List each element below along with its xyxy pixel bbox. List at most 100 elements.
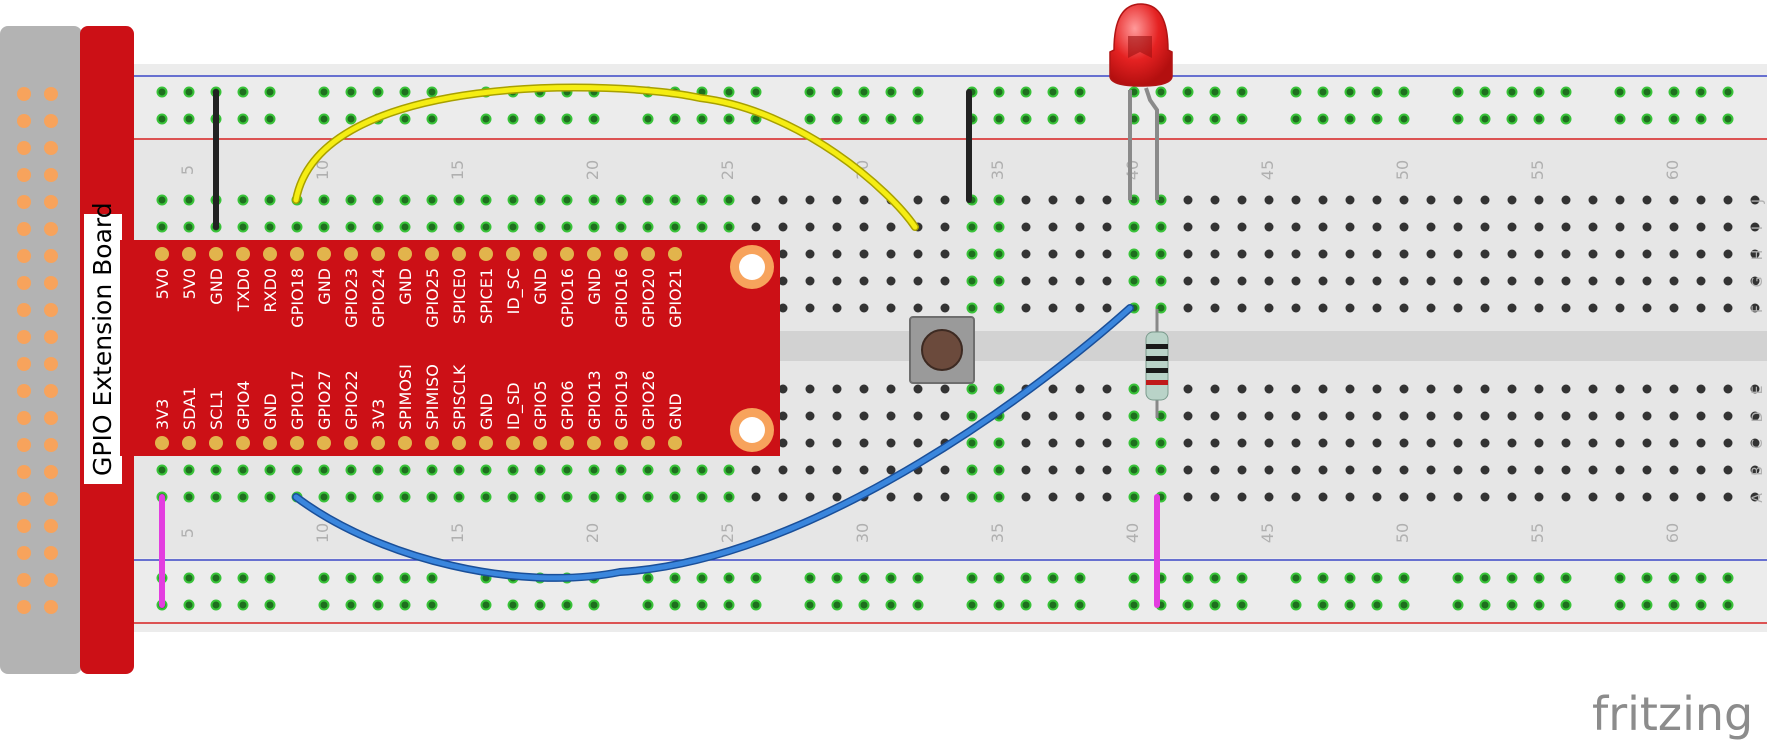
hole [778,384,788,394]
hole [1642,438,1652,448]
hole [940,276,950,286]
hole [886,222,896,232]
rail-hole [426,113,438,125]
hole [1696,411,1706,421]
hole [318,194,330,206]
rail-hole [318,599,330,611]
hole [1183,222,1193,232]
rail-hole [1695,572,1707,584]
rail-hole [156,86,168,98]
pin-label: SPICE0 [450,268,469,324]
cable-pin [17,330,31,344]
rail-hole [1020,86,1032,98]
cable-pin [17,573,31,587]
led-leg-anode [1144,87,1159,200]
hole [1642,303,1652,313]
hole [1155,275,1167,287]
rail-hole [885,86,897,98]
column-number: 20 [583,160,602,180]
rail-hole [426,86,438,98]
hole [805,276,815,286]
push-button[interactable] [909,316,975,384]
rail-hole [1398,599,1410,611]
hole [1291,249,1301,259]
hole [993,437,1005,449]
rail-hole [1479,599,1491,611]
hole [1480,492,1490,502]
rail-hole [993,572,1005,584]
hole [561,491,573,503]
hole [1021,438,1031,448]
hole [1696,303,1706,313]
hole [426,491,438,503]
rail-hole [1020,113,1032,125]
hole [1237,303,1247,313]
rail-hole [885,113,897,125]
hole [1642,492,1652,502]
rail-hole [1614,572,1626,584]
hole [966,248,978,260]
hole [1237,465,1247,475]
rail-hole [1344,572,1356,584]
pin-label: GPIO19 [612,370,631,430]
hole [1210,411,1220,421]
hole [1048,276,1058,286]
hole [291,221,303,233]
hole [1723,195,1733,205]
hole [805,411,815,421]
hole [1426,492,1436,502]
hole [1426,438,1436,448]
hole [399,491,411,503]
hole [1588,492,1598,502]
column-number: 15 [448,160,467,180]
hole [318,491,330,503]
rail-hole [696,572,708,584]
rail-hole [750,572,762,584]
pin-label: GPIO20 [639,268,658,328]
cable-pin [17,519,31,533]
header-pin [560,247,574,261]
hole [1426,465,1436,475]
hole [1615,411,1625,421]
rail-hole [804,599,816,611]
blue-wire-inner [293,305,1133,581]
rail-hole [237,86,249,98]
rail-hole [1209,572,1221,584]
hole [1561,303,1571,313]
hole [966,275,978,287]
rail-hole [588,599,600,611]
pin-label: SPIMOSI [396,364,415,430]
hole [993,383,1005,395]
pin-label: SPICE1 [477,268,496,324]
rail-hole [1371,572,1383,584]
hole [1102,465,1112,475]
rail-hole [1668,86,1680,98]
hole [1561,438,1571,448]
hole [1399,438,1409,448]
hole [1075,438,1085,448]
hole [1642,195,1652,205]
rail-hole [1506,86,1518,98]
hole [1021,411,1031,421]
pin-label: SPISCLK [450,364,469,430]
hole [1345,438,1355,448]
cable-pin [44,114,58,128]
rail-hole [399,599,411,611]
hole [832,303,842,313]
hole [1534,438,1544,448]
rail-hole [1290,113,1302,125]
rail-hole [1182,113,1194,125]
hole [1237,492,1247,502]
hole [1561,465,1571,475]
rail-hole [399,113,411,125]
rail-hole [345,599,357,611]
hole [1264,492,1274,502]
header-pin [209,436,223,450]
column-number: 10 [313,523,332,543]
header-pins [155,247,682,450]
rail-hole [858,572,870,584]
rail-hole [993,599,1005,611]
hole [1075,222,1085,232]
hole [1696,438,1706,448]
hole [778,492,788,502]
